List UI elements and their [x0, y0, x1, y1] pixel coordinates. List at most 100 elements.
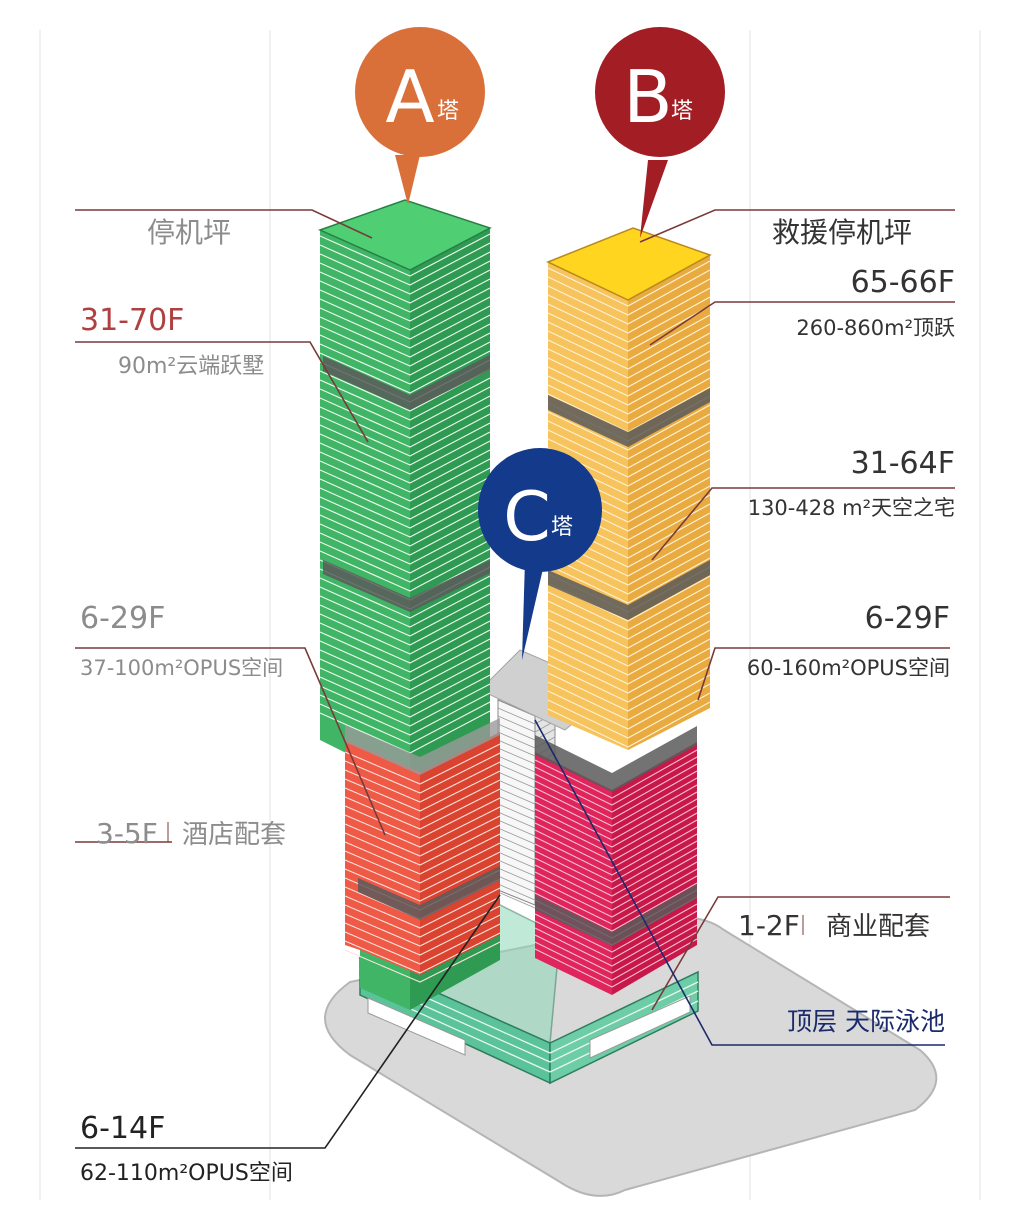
left-labels: 停机坪 31-70F 90m²云端跃墅 6-29F 37-100m²OPUS空间…	[80, 216, 293, 1186]
floor-slab-line	[319, 260, 491, 304]
label-a-mid-desc: 37-100m²OPUS空间	[80, 656, 283, 680]
floor-slab-line	[547, 278, 711, 325]
label-b-commercial: 1-2F	[738, 909, 800, 942]
floor-slab-line	[497, 715, 556, 733]
badge-b: B 塔	[595, 27, 725, 238]
floor-slab-line	[547, 431, 711, 478]
floor-slab-line	[344, 896, 501, 938]
floor-slab-line	[547, 602, 711, 649]
floor-slab-line	[534, 910, 698, 960]
floor-slab-line	[534, 861, 698, 911]
floor-slab-line	[319, 287, 491, 331]
floor-slab-line	[547, 638, 711, 685]
floor-slab-line	[547, 314, 711, 361]
floor-slab-line	[319, 665, 491, 709]
floor-slab-line	[319, 476, 491, 520]
floor-slab-line	[344, 842, 501, 884]
floor-slab-line	[319, 458, 491, 502]
right-labels: 救援停机坪 65-66F 260-860m²顶跃 31-64F 130-428 …	[738, 216, 955, 1036]
floor-slab-line	[344, 932, 501, 974]
floor-slab-line	[344, 761, 501, 803]
floor-slab-line	[547, 332, 711, 379]
floor-slab-line	[344, 914, 501, 956]
floor-slab-line	[344, 941, 501, 983]
badge-c-letter: C	[503, 478, 550, 557]
floor-slab-line	[319, 233, 491, 277]
badge-b-suffix: 塔	[671, 99, 693, 124]
floor-slab-line	[344, 923, 501, 965]
floor-slab-line	[547, 557, 711, 604]
floor-slab-line	[344, 797, 501, 839]
floor-slab-line	[319, 692, 491, 736]
floor-slab-line	[534, 931, 698, 981]
floor-slab-line	[319, 683, 491, 727]
floor-slab-line	[534, 840, 698, 890]
label-c-desc: 62-110m²OPUS空间	[80, 1161, 293, 1186]
badge-a: A 塔	[355, 27, 485, 205]
floor-slab-line	[319, 503, 491, 547]
floor-slab-line	[319, 251, 491, 295]
floor-slab-line	[319, 701, 491, 745]
badge-c: C 塔	[478, 448, 602, 660]
floor-slab-line	[547, 548, 711, 595]
floor-slab-line	[547, 620, 711, 667]
floor-slab-line	[547, 629, 711, 676]
floor-slab-line	[547, 287, 711, 334]
floor-slab-line	[534, 819, 698, 869]
floor-slab-line	[319, 494, 491, 538]
floor-slab-line	[319, 602, 491, 646]
floor-slab-line	[534, 749, 698, 799]
floor-slab-line	[319, 629, 491, 673]
label-a-hotel-desc: 酒店配套	[182, 820, 286, 850]
floor-slab-line	[534, 798, 698, 848]
floor-slab-line	[344, 824, 501, 866]
floor-slab-line	[319, 620, 491, 664]
floor-slab-line	[547, 422, 711, 469]
label-b-commercial-desc: 商业配套	[826, 912, 930, 942]
floor-slab-line	[319, 242, 491, 286]
floor-slab-line	[319, 404, 491, 448]
floor-slab-line	[319, 638, 491, 682]
left-leader-lines	[75, 209, 501, 1149]
floor-slab-line	[547, 674, 711, 721]
label-c-floors: 6-14F	[80, 1111, 165, 1146]
label-b-upper-desc: 130-428 m²天空之宅	[748, 496, 955, 520]
label-a-upper-desc: 90m²云端跃墅	[118, 354, 264, 379]
floor-slab-line	[547, 323, 711, 370]
floor-slab-line	[534, 924, 698, 974]
floor-slab-line	[319, 575, 491, 619]
floor-slab-line	[319, 341, 491, 385]
floor-slab-line	[319, 386, 491, 430]
floor-slab-line	[319, 440, 491, 484]
label-b-top-desc: 260-860m²顶跃	[796, 316, 955, 340]
floor-slab-line	[319, 530, 491, 574]
floor-slab-line	[319, 512, 491, 556]
floor-slab-line	[319, 296, 491, 340]
label-b-upper-floors: 31-64F	[851, 446, 955, 481]
floor-slab-line	[344, 752, 501, 794]
floor-slab-line	[344, 743, 501, 785]
floor-slab-line	[547, 341, 711, 388]
floor-slab-line	[319, 278, 491, 322]
floor-slab-line	[547, 350, 711, 397]
floor-slab-line	[319, 647, 491, 691]
floor-slab-line	[534, 903, 698, 953]
floor-slab-line	[547, 359, 711, 406]
floor-slab-line	[534, 868, 698, 918]
label-a-hotel: 3-5F	[96, 817, 158, 850]
floor-slab-line	[319, 548, 491, 592]
floor-slab-line	[534, 756, 698, 806]
floor-slab-line	[344, 860, 501, 902]
right-leader-lines	[534, 209, 955, 1046]
floor-slab-line	[534, 826, 698, 876]
floor-slab-line	[344, 806, 501, 848]
floor-slab-line	[547, 377, 711, 424]
floor-slab-line	[319, 584, 491, 628]
floor-slab-line	[547, 404, 711, 451]
floor-slab-line	[319, 485, 491, 529]
floor-slab-line	[344, 815, 501, 857]
floor-slab-line	[319, 269, 491, 313]
floor-slab-line	[319, 431, 491, 475]
floor-slab-line	[534, 833, 698, 883]
floor-slab-line	[344, 770, 501, 812]
